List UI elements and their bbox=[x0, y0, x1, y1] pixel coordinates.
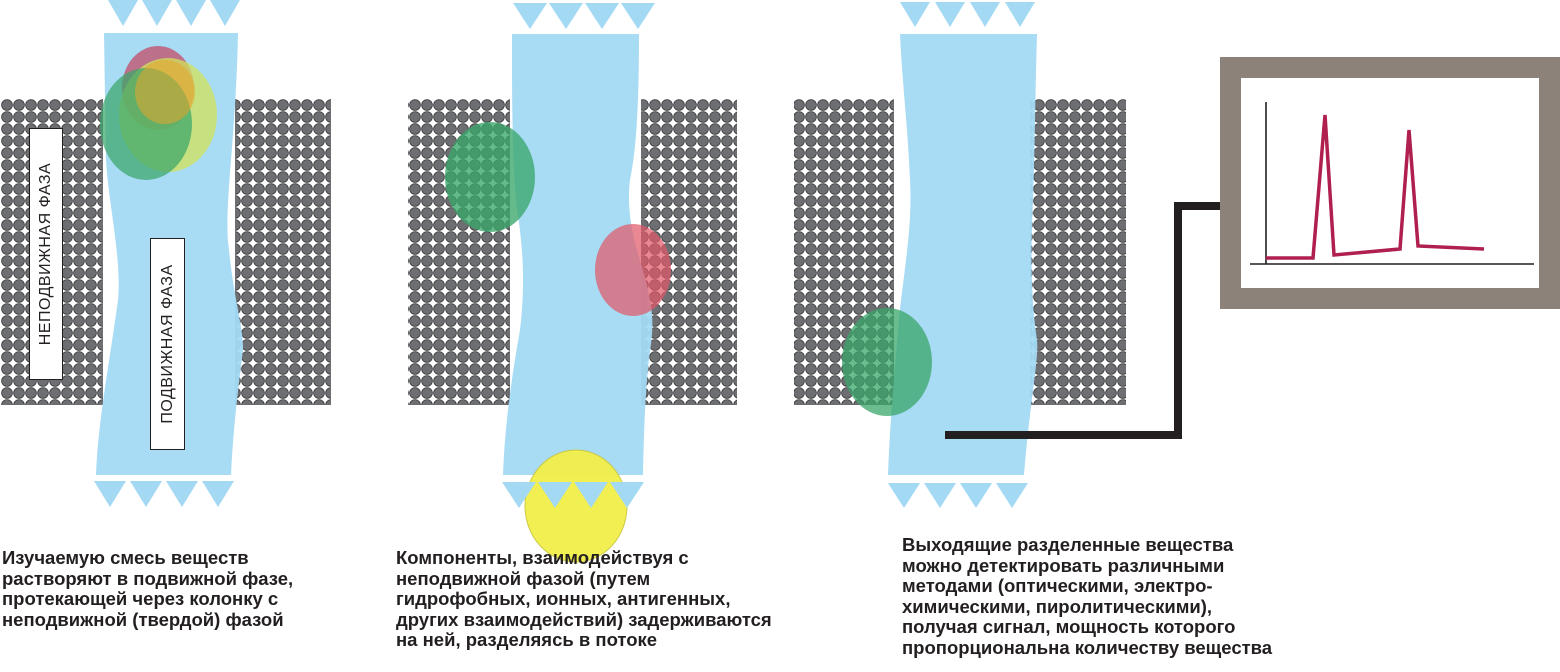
panel-3-column bbox=[794, 2, 1126, 508]
panel-2-column bbox=[408, 3, 737, 563]
sample-mixture bbox=[100, 46, 217, 180]
detector-wire bbox=[945, 202, 1222, 439]
stationary-phase-label: НЕПОДВИЖНАЯ ФАЗА bbox=[29, 128, 63, 380]
component-red bbox=[595, 224, 671, 316]
component-green bbox=[842, 308, 932, 416]
mobile-phase-stream bbox=[503, 34, 653, 475]
flow-arrows-bottom bbox=[502, 482, 644, 508]
separated-components bbox=[445, 122, 671, 563]
flow-arrows-top bbox=[513, 3, 655, 29]
flow-arrows-bottom bbox=[94, 481, 234, 507]
signal-trace bbox=[1266, 114, 1485, 260]
caption-panel-3: Выходящие разделенные вещества можно дет… bbox=[902, 534, 1273, 658]
mobile-phase-label-text: ПОДВИЖНАЯ ФАЗА bbox=[158, 264, 176, 424]
stationary-phase-right bbox=[1030, 99, 1126, 405]
stationary-phase-label-text: НЕПОДВИЖНАЯ ФАЗА bbox=[37, 162, 54, 346]
detector-monitor bbox=[1220, 57, 1560, 309]
caption-panel-1: Изучаемую смесь веществ растворяют в под… bbox=[2, 547, 294, 630]
monitor-screen bbox=[1241, 78, 1539, 288]
component-yellow bbox=[524, 449, 628, 563]
mobile-phase-label: ПОДВИЖНАЯ ФАЗА bbox=[150, 238, 185, 450]
flow-arrows-bottom bbox=[888, 483, 1028, 508]
caption-panel-2: Компоненты, взаимодействуя с неподвижной… bbox=[396, 547, 772, 650]
mobile-phase-stream bbox=[888, 34, 1038, 475]
flow-arrows-top bbox=[900, 2, 1035, 27]
flow-arrows-top bbox=[108, 0, 240, 26]
component-green bbox=[445, 122, 535, 232]
stationary-phase-right bbox=[235, 99, 331, 405]
